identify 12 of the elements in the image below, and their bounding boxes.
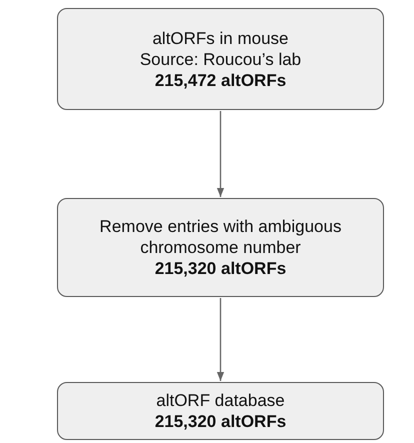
count-text: 215,472 altORFs <box>154 70 286 90</box>
count-text: 215,320 altORFs <box>154 258 286 279</box>
step-text: altORFs in mouse <box>152 28 289 48</box>
step-text: altORF database <box>156 390 285 411</box>
step-text: Source: Roucou’s lab <box>140 48 302 70</box>
process-box <box>57 198 384 297</box>
count-text: 215,320 altORFs <box>154 411 286 432</box>
arrow <box>216 298 224 381</box>
process-box <box>57 8 384 110</box>
process-box <box>57 382 384 440</box>
arrow <box>216 111 224 197</box>
step-text: Remove entries with ambiguous chromosome number <box>98 216 342 258</box>
